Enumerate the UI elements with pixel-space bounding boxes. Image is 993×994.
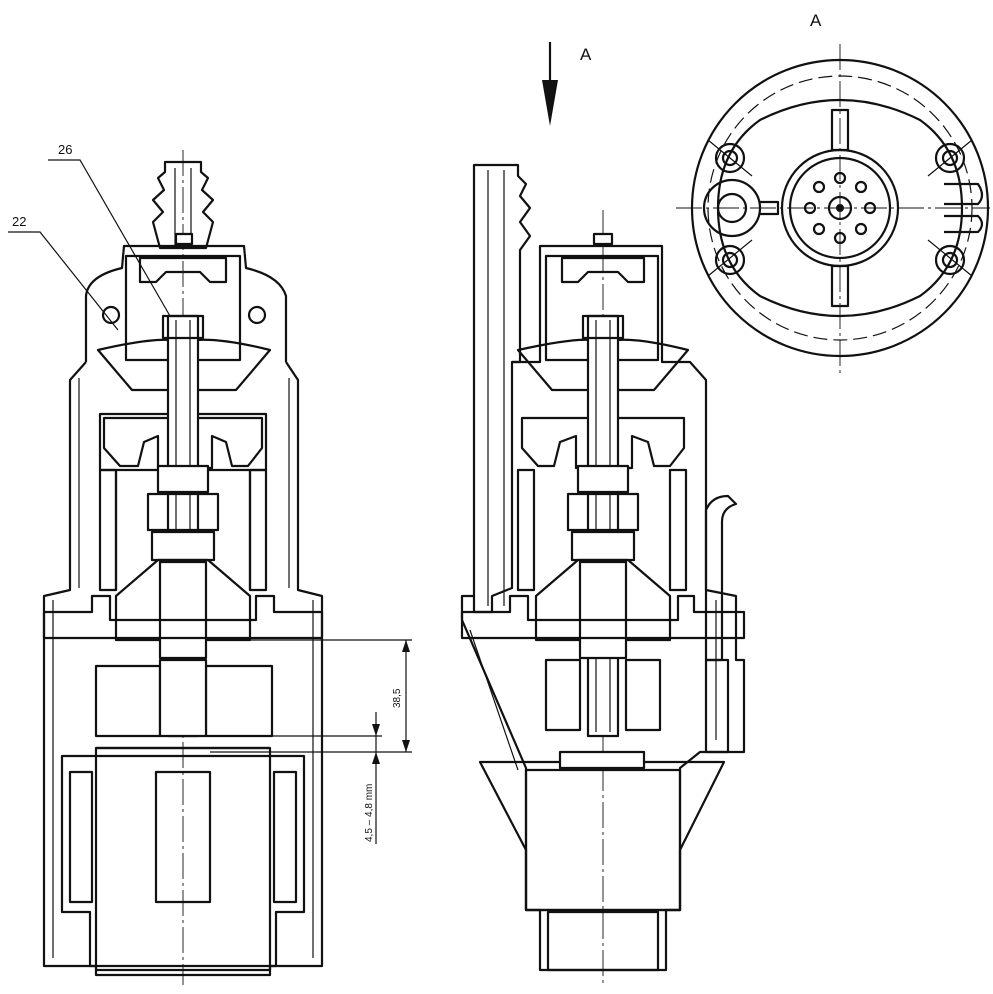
left-bolt-hole-right <box>247 305 267 325</box>
view-a-cable-slot <box>944 182 984 234</box>
left-lower-bearing <box>114 558 252 642</box>
left-outlet-nipple <box>151 160 215 250</box>
middle-top-cap <box>544 254 660 362</box>
left-coil-winding-c <box>154 770 212 904</box>
label-part-26: 26 <box>58 142 72 157</box>
view-a-bolt-br <box>934 244 966 276</box>
middle-lower-bearing <box>534 558 672 642</box>
left-armature-r <box>204 664 274 738</box>
left-coil-body <box>102 416 264 470</box>
middle-diaphragm <box>516 338 690 392</box>
view-arrow-label: A <box>580 45 592 64</box>
middle-section-view: A <box>460 42 746 985</box>
left-armature-l <box>94 664 162 738</box>
middle-base-plug <box>546 910 660 972</box>
top-view-a: A <box>676 11 990 376</box>
middle-outlet-pipe <box>472 163 532 614</box>
left-diaphragm <box>96 338 272 392</box>
part-callouts: 22 26 <box>8 142 171 331</box>
view-arrow-icon <box>542 80 558 126</box>
left-top-nut <box>161 314 205 340</box>
middle-core <box>524 768 682 912</box>
left-top-screw <box>174 232 194 246</box>
middle-cable-gland <box>704 494 738 662</box>
left-section-view <box>42 150 324 985</box>
label-part-22: 22 <box>12 214 26 229</box>
left-magnet-shell <box>60 754 306 968</box>
left-outer-housing <box>42 361 324 977</box>
view-a-rib-top <box>830 108 850 152</box>
middle-cable <box>704 658 730 754</box>
middle-shaft <box>586 314 620 738</box>
left-top-bracket <box>84 244 288 362</box>
left-side-pad-r <box>248 468 268 592</box>
left-bolt-hole-left <box>101 305 121 325</box>
left-top-gasket <box>138 256 228 284</box>
middle-magnet-shell <box>478 760 726 912</box>
middle-mid-nut <box>566 492 640 532</box>
dim-stroke-value: 4,5 – 4,8 mm <box>364 784 375 842</box>
middle-top-gasket <box>560 256 646 284</box>
left-mid-nut <box>146 492 220 532</box>
dimension-annotations: 38,5 4,5 – 4,8 mm <box>206 639 412 844</box>
left-flange <box>42 594 324 640</box>
middle-armature-r <box>624 658 662 732</box>
left-side-pad-l <box>98 468 118 592</box>
view-a-title: A <box>810 11 822 30</box>
middle-coil-body <box>520 416 686 470</box>
view-a-bolt-tr <box>934 142 966 174</box>
view-a-bolt-tl <box>714 142 746 174</box>
view-a-outlet-boss <box>702 178 762 238</box>
left-top-cap <box>124 254 242 362</box>
view-a-rib-bottom <box>830 264 850 308</box>
view-a-bolt-bl <box>714 244 746 276</box>
left-coil-winding-r <box>272 770 298 904</box>
middle-flange <box>460 594 746 640</box>
middle-armature-l <box>544 658 582 732</box>
view-a-outer-ring <box>690 58 990 358</box>
left-coil-winding-l <box>68 770 94 904</box>
dim-gap-value: 38,5 <box>392 688 403 708</box>
